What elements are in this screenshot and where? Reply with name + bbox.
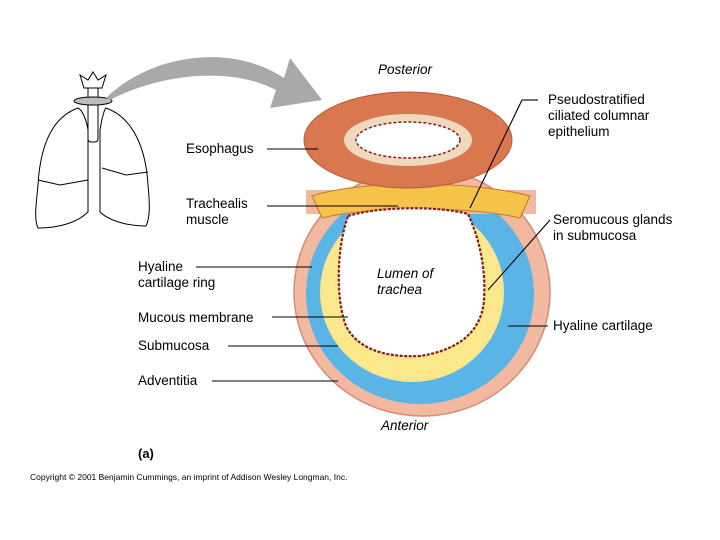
lumen-label-line2: trachea — [377, 282, 423, 297]
lumen-label-line1: Lumen of — [377, 266, 434, 281]
trachea-cross-section — [293, 91, 551, 417]
epithelium-label-line2: ciliated columnar — [548, 108, 650, 123]
trachealis-label-line2: muscle — [186, 212, 229, 227]
anterior-label: Anterior — [381, 418, 429, 433]
epithelium-label-line3: epithelium — [548, 124, 610, 139]
hyaline-cartilage-label: Hyaline cartilage — [553, 318, 653, 333]
glands-label-line1: Seromucous glands — [553, 212, 673, 227]
trachealis-label: Trachealis muscle — [186, 196, 248, 228]
glands-label-line2: in submucosa — [553, 228, 637, 243]
mucous-membrane-lumen — [337, 207, 486, 358]
leader-lines — [196, 99, 551, 382]
epithelium-label: Pseudostratified ciliated columnar epith… — [548, 92, 649, 140]
adventitia-label: Adventitia — [138, 373, 198, 388]
glands-label: Seromucous glands in submucosa — [553, 212, 672, 244]
panel-label: (a) — [138, 446, 154, 461]
hyaline-ring-label: Hyaline cartilage ring — [138, 259, 215, 291]
hyaline-ring-label-line1: Hyaline — [138, 259, 184, 274]
mucous-membrane-label: Mucous membrane — [138, 310, 254, 325]
pointer-arrow-icon — [106, 57, 322, 108]
submucosa-label: Submucosa — [138, 338, 210, 353]
copyright-text: Copyright © 2001 Benjamin Cummings, an i… — [30, 472, 348, 482]
esophagus-label: Esophagus — [186, 141, 254, 156]
lumen-label: Lumen of trachea — [377, 266, 433, 298]
lungs-thumbnail-icon — [35, 71, 150, 229]
posterior-label: Posterior — [378, 62, 433, 77]
hyaline-ring-label-line2: cartilage ring — [138, 275, 216, 290]
epithelium-label-line1: Pseudostratified — [548, 92, 645, 107]
trachealis-label-line1: Trachealis — [186, 196, 248, 211]
